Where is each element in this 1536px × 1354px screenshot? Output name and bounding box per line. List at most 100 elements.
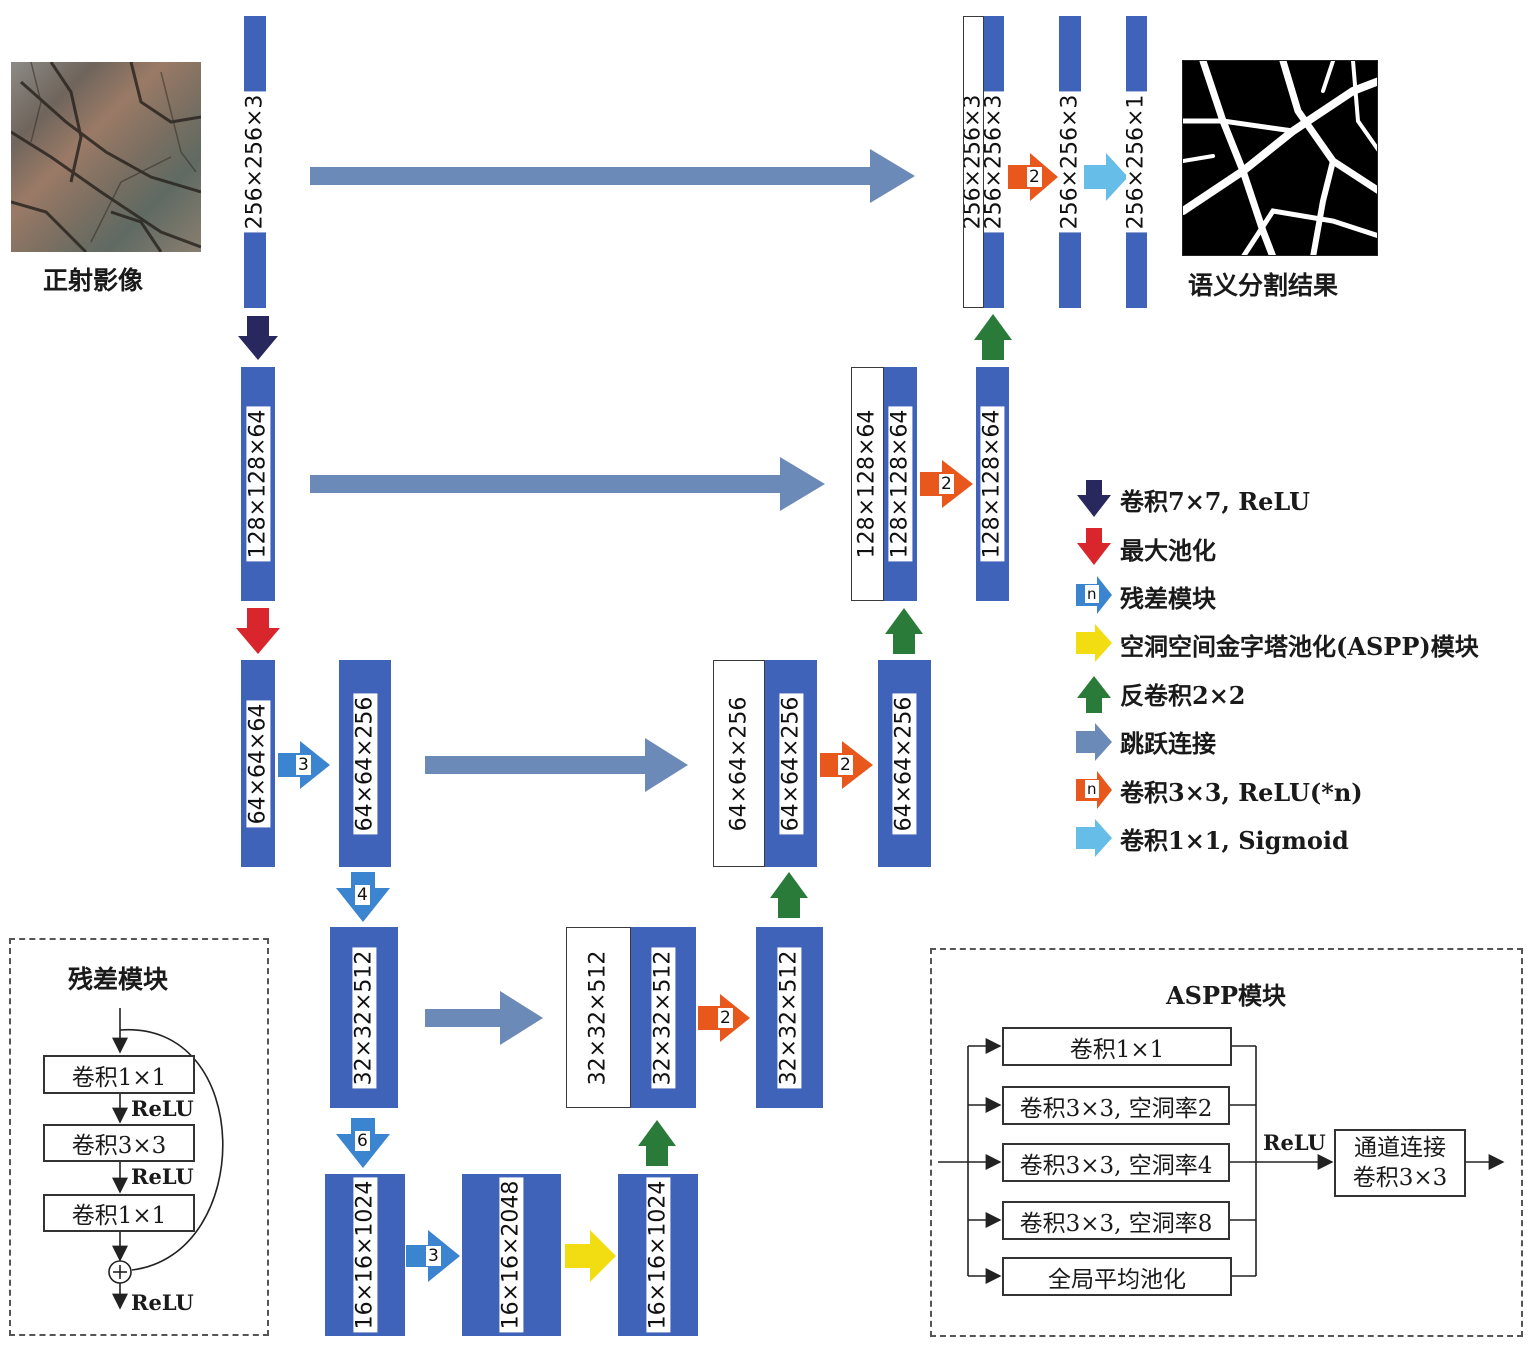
legend-sigmoid-icon	[1076, 819, 1112, 857]
legend-item-skip: 跳跃连接	[1120, 729, 1216, 758]
decoder-block-5-skip: 256×256×3	[963, 16, 984, 308]
skip-arrow-4	[425, 991, 543, 1045]
skip-arrow-2	[310, 457, 825, 511]
decoder-block-4-up: 128×128×64	[884, 367, 917, 601]
input-image-caption: 正射影像	[43, 266, 144, 295]
encoder-block-3-label: 64×64×64	[245, 700, 271, 827]
legend-conv7-icon	[1077, 480, 1111, 517]
final-output-block: 256×256×1	[1126, 16, 1147, 308]
encoder-block-6: 16×16×1024	[325, 1174, 405, 1336]
decoder-block-1-label: 16×16×1024	[645, 1177, 670, 1333]
residual-relu-b: ReLU	[131, 1164, 194, 1189]
encoder-block-7-label: 16×16×2048	[499, 1177, 524, 1333]
decoder-block-1: 16×16×1024	[618, 1174, 698, 1336]
aspp-module-title: ASPP模块	[1166, 981, 1287, 1010]
output-image-caption: 语义分割结果	[1188, 271, 1339, 300]
decoder-block-4-out: 128×128×64	[976, 367, 1009, 601]
residual-module-title: 残差模块	[68, 965, 169, 994]
legend-item-deconv: 反卷积2×2	[1120, 681, 1246, 710]
encoder-block-1: 256×256×3	[244, 16, 266, 308]
decoder-block-5-out: 256×256×3	[1059, 16, 1081, 308]
aspp-module-wiring	[938, 1038, 1505, 1284]
conv3-count-1: 2	[718, 1008, 733, 1028]
decoder-block-2-skip: 32×32×512	[566, 927, 631, 1108]
encoder-block-2: 128×128×64	[241, 367, 275, 601]
encoder-block-6-label: 16×16×1024	[352, 1177, 377, 1333]
legend-conv3-n-badge: n	[1085, 780, 1099, 798]
encoder-block-4: 64×64×256	[339, 660, 391, 867]
legend-item-aspp: 空洞空间金字塔池化(ASPP)模块	[1120, 632, 1479, 661]
decoder-block-2-out-label: 32×32×512	[777, 947, 802, 1088]
aspp-branch-rate8: 卷积3×3, 空洞率8	[1002, 1201, 1230, 1240]
legend-item-sigmoid: 卷积1×1, Sigmoid	[1120, 826, 1349, 855]
residual-count-3: 6	[355, 1131, 370, 1151]
decoder-block-3-skip: 64×64×256	[713, 660, 765, 867]
legend-maxpool-icon	[1077, 528, 1111, 565]
aspp-branch-rate2: 卷积3×3, 空洞率2	[1002, 1086, 1230, 1125]
aspp-branch-rate4: 卷积3×3, 空洞率4	[1002, 1143, 1230, 1182]
conv7-down-arrow	[238, 316, 278, 360]
decoder-block-2-up: 32×32×512	[631, 927, 696, 1108]
decoder-block-5-up-label: 256×256×3	[984, 91, 1004, 233]
residual-conv3x3: 卷积3×3	[43, 1124, 195, 1162]
decoder-block-4-out-label: 128×128×64	[980, 406, 1005, 562]
conv3-count-3: 2	[939, 474, 954, 494]
legend-item-conv3: 卷积3×3, ReLU(*n)	[1120, 778, 1363, 807]
residual-conv1x1-c: 卷积1×1	[43, 1194, 195, 1232]
aspp-arrow	[565, 1230, 616, 1282]
decoder-block-4-up-label: 128×128×64	[888, 406, 913, 562]
skip-arrow-3	[425, 738, 688, 792]
decoder-block-5-skip-label: 256×256×3	[963, 94, 984, 230]
decoder-block-3-skip-label: 64×64×256	[726, 696, 752, 831]
decoder-block-3-out: 64×64×256	[878, 660, 931, 867]
skip-arrow-1	[310, 149, 915, 203]
aspp-merge-box: 通道连接 卷积3×3	[1334, 1129, 1466, 1197]
deconv-arrow-3	[885, 608, 923, 654]
legend-deconv-icon	[1077, 676, 1111, 713]
conv3-count-2: 2	[838, 755, 853, 775]
deconv-arrow-1	[638, 1120, 676, 1166]
aspp-module-panel	[930, 948, 1523, 1337]
legend-item-residual: 残差模块	[1120, 584, 1216, 613]
aspp-branch-conv1x1: 卷积1×1	[1002, 1027, 1232, 1066]
conv3-count-4: 2	[1027, 167, 1042, 187]
decoder-block-5-out-label: 256×256×3	[1059, 91, 1081, 233]
input-orthophoto-image	[11, 62, 201, 252]
aspp-merge-line2: 卷积3×3	[1352, 1165, 1448, 1191]
residual-count-1: 3	[296, 755, 311, 775]
legend-item-conv7: 卷积7×7, ReLU	[1120, 487, 1310, 516]
encoder-block-3: 64×64×64	[241, 660, 275, 867]
segmentation-result-image	[1182, 60, 1378, 256]
residual-conv1x1-a: 卷积1×1	[43, 1055, 195, 1094]
deconv-arrow-4	[974, 314, 1012, 360]
crack-mask-icon	[1183, 61, 1377, 255]
encoder-block-5-label: 32×32×512	[351, 947, 377, 1088]
residual-module-wiring	[112, 1008, 224, 1310]
encoder-block-7: 16×16×2048	[462, 1174, 561, 1336]
residual-relu-a: ReLU	[131, 1096, 194, 1121]
decoder-block-3-up-label: 64×64×256	[778, 693, 804, 834]
residual-relu-out: ReLU	[131, 1290, 194, 1315]
encoder-block-4-label: 64×64×256	[352, 693, 378, 834]
decoder-block-3-out-label: 64×64×256	[892, 693, 917, 834]
legend-aspp-icon	[1076, 624, 1112, 662]
final-output-block-label: 256×256×1	[1126, 91, 1147, 233]
decoder-block-3-up: 64×64×256	[765, 660, 817, 867]
decoder-block-4-skip-label: 128×128×64	[854, 409, 880, 559]
aspp-merge-line1: 通道连接	[1354, 1135, 1446, 1161]
sigmoid-arrow	[1084, 153, 1128, 201]
aspp-relu-label: ReLU	[1263, 1130, 1326, 1155]
encoder-block-2-label: 128×128×64	[245, 406, 270, 562]
decoder-block-5-up: 256×256×3	[984, 16, 1004, 308]
decoder-block-2-skip-label: 32×32×512	[585, 950, 611, 1085]
rock-crack-texture-icon	[11, 62, 201, 252]
residual-module-panel	[9, 938, 269, 1336]
residual-count-4: 3	[426, 1246, 441, 1266]
deconv-arrow-2	[770, 872, 808, 918]
aspp-branch-global-pool: 全局平均池化	[1002, 1257, 1232, 1296]
decoder-block-2-out: 32×32×512	[756, 927, 823, 1108]
encoder-block-1-label: 256×256×3	[244, 91, 266, 233]
legend-residual-n-badge: n	[1085, 585, 1099, 603]
legend-skip-icon	[1076, 723, 1112, 761]
legend-item-maxpool: 最大池化	[1120, 536, 1216, 565]
